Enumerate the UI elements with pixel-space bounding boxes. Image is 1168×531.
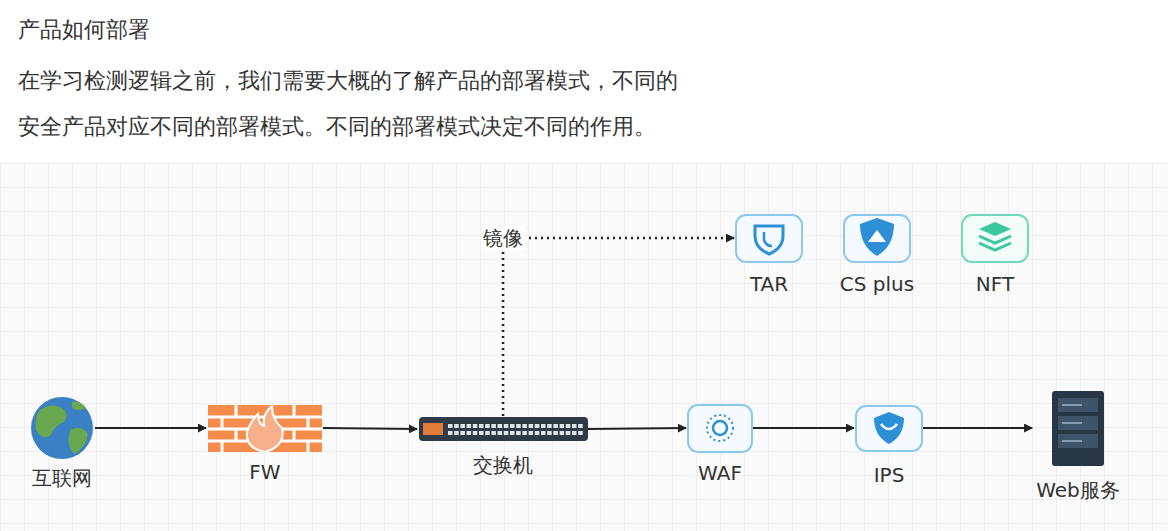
server-icon bbox=[1052, 391, 1104, 466]
device-label: CS plus bbox=[837, 272, 917, 296]
device-label: FW bbox=[207, 460, 323, 484]
flow-arrow bbox=[95, 427, 206, 429]
edge-label: 镜像 bbox=[481, 226, 525, 250]
device-node: CS plus bbox=[837, 214, 917, 296]
intro-paragraph: 在学习检测逻辑之前，我们需要大概的了解产品的部署模式，不同的 安全产品对应不同的… bbox=[18, 58, 878, 150]
mirror-connector bbox=[503, 238, 734, 416]
device-label: 互联网 bbox=[29, 466, 95, 490]
device-node: Web服务 bbox=[1033, 390, 1123, 502]
device-node: NFT bbox=[961, 214, 1029, 296]
device-label: Web服务 bbox=[1033, 478, 1123, 502]
device-label: NFT bbox=[961, 272, 1029, 296]
nft-icon bbox=[962, 215, 1028, 262]
flow-arrow bbox=[923, 427, 1032, 429]
device-node: TAR bbox=[735, 214, 803, 296]
ips-icon bbox=[856, 406, 922, 451]
device-node: 互联网 bbox=[29, 396, 95, 490]
flow-arrow bbox=[588, 428, 686, 429]
device-label: WAF bbox=[687, 461, 753, 485]
firewall-icon bbox=[208, 405, 322, 452]
globe-icon bbox=[31, 397, 93, 459]
device-node: WAF bbox=[687, 404, 753, 485]
switch-icon bbox=[419, 417, 588, 441]
device-label: TAR bbox=[735, 272, 803, 296]
tar-icon bbox=[736, 215, 802, 262]
device-node: IPS bbox=[855, 405, 923, 487]
device-node: FW bbox=[207, 404, 323, 484]
waf-icon bbox=[688, 405, 752, 452]
flow-arrow bbox=[753, 427, 854, 429]
device-label: IPS bbox=[855, 463, 923, 487]
csplus-icon bbox=[844, 215, 910, 262]
device-label: 交换机 bbox=[418, 453, 588, 477]
page-title: 产品如何部署 bbox=[18, 14, 150, 46]
device-node: 交换机 bbox=[418, 416, 588, 477]
flow-arrow bbox=[323, 428, 417, 429]
